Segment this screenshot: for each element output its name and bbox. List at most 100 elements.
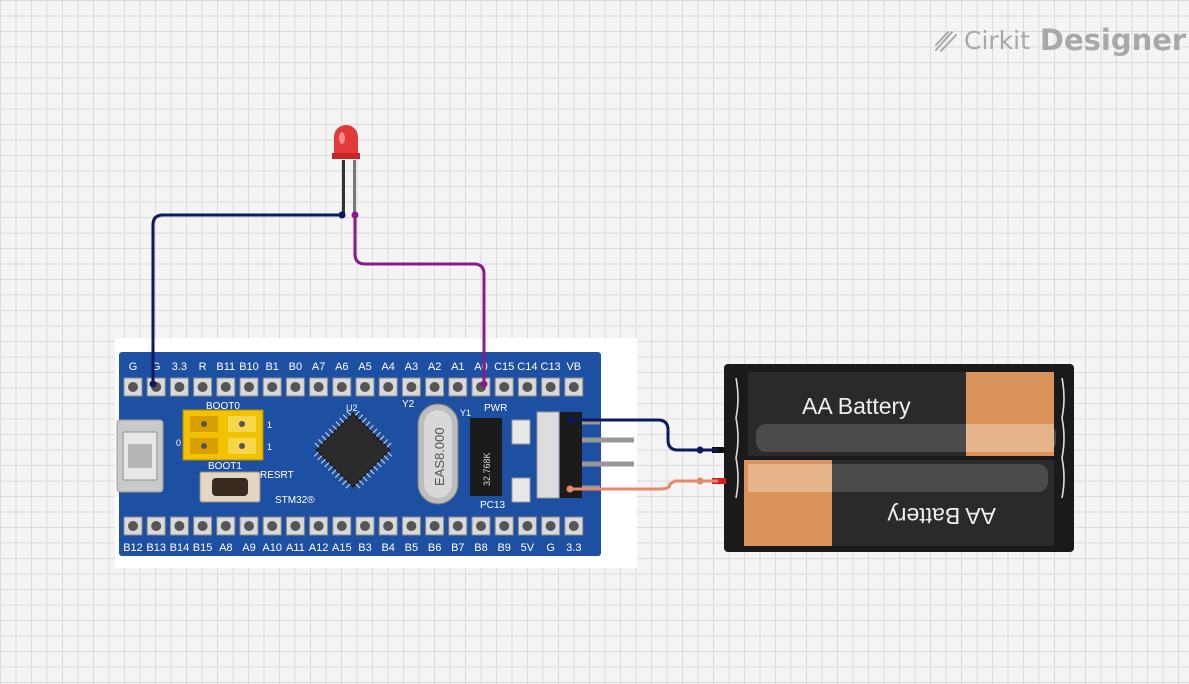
top-pin-16[interactable] (494, 377, 514, 397)
aa-battery-holder[interactable]: AA Battery AA Battery (712, 364, 1074, 552)
top-pin-12[interactable] (401, 377, 421, 397)
top-pin-19[interactable] (564, 377, 584, 397)
bottom-pin-7[interactable] (285, 516, 305, 536)
battery-label-bottom: AA Battery (887, 503, 996, 529)
top-pin-label: A3 (405, 361, 418, 373)
bottom-pin-label: B9 (497, 542, 510, 554)
battery-cell-bottom (744, 460, 1054, 546)
pc13-label: PC13 (480, 500, 505, 511)
bottom-pin-label: B15 (193, 542, 213, 554)
bottom-pin-label: B5 (405, 542, 418, 554)
crystal-label: EAS8.000 (432, 427, 447, 486)
bottom-pin-0[interactable] (123, 516, 143, 536)
top-pin-label: B0 (289, 361, 302, 373)
bottom-pin-label: 3.3 (566, 542, 581, 554)
top-pin-10[interactable] (355, 377, 375, 397)
top-pin-9[interactable] (332, 377, 352, 397)
top-pin-5[interactable] (239, 377, 259, 397)
battery-positive-terminal[interactable] (712, 478, 726, 484)
y2-label: Y2 (402, 399, 415, 410)
bottom-pin-11[interactable] (378, 516, 398, 536)
top-pin-14[interactable] (448, 377, 468, 397)
bottom-pin-3[interactable] (193, 516, 213, 536)
bottom-pin-15[interactable] (471, 516, 491, 536)
rtc-crystal-label: 32.768K (482, 452, 492, 486)
top-pin-label: B1 (265, 361, 278, 373)
bottom-pin-16[interactable] (494, 516, 514, 536)
bottom-pin-2[interactable] (169, 516, 189, 536)
top-pin-label: C13 (541, 361, 561, 373)
bottom-pin-1[interactable] (146, 516, 166, 536)
reset-button[interactable] (199, 471, 261, 503)
top-pin-label: A0 (474, 361, 487, 373)
wire-led-anode-pin[interactable] (353, 215, 486, 384)
top-pin-1[interactable] (146, 377, 166, 397)
battery-negative-terminal[interactable] (712, 447, 726, 453)
top-pin-3[interactable] (193, 377, 213, 397)
spring-left (735, 377, 1065, 499)
bottom-pin-9[interactable] (332, 516, 352, 536)
top-pin-label: A1 (451, 361, 464, 373)
jumper-zero-label: 0 (176, 438, 181, 448)
brand-name-light: Cirkit (964, 25, 1030, 55)
top-pin-label: G (129, 361, 138, 373)
top-pin-13[interactable] (425, 377, 445, 397)
bottom-pin-14[interactable] (448, 516, 468, 536)
bottom-pin-10[interactable] (355, 516, 375, 536)
top-pin-label: A6 (335, 361, 348, 373)
bottom-pin-row (123, 516, 584, 536)
pwr-label: PWR (484, 403, 507, 414)
top-pin-17[interactable] (517, 377, 537, 397)
bottom-pin-label: B7 (451, 542, 464, 554)
bottom-pin-label: B4 (381, 542, 394, 554)
bottom-pin-13[interactable] (425, 516, 445, 536)
top-pin-8[interactable] (309, 377, 329, 397)
bottom-pin-4[interactable] (216, 516, 236, 536)
wire-endpoints (149, 211, 704, 493)
bottom-pin-label: B12 (123, 542, 143, 554)
wire-battery-power[interactable] (570, 479, 718, 491)
top-pin-4[interactable] (216, 377, 236, 397)
pencil-logo-icon (935, 31, 957, 52)
bottom-pin-17[interactable] (517, 516, 537, 536)
bottom-pin-18[interactable] (541, 516, 561, 536)
y1-label: Y1 (460, 408, 471, 418)
top-pin-label: C14 (517, 361, 537, 373)
top-pin-label: A4 (381, 361, 394, 373)
top-pin-7[interactable] (285, 377, 305, 397)
bottom-pin-label: A11 (286, 542, 305, 554)
rtc-crystal (470, 418, 502, 496)
top-pin-6[interactable] (262, 377, 282, 397)
bottom-pin-19[interactable] (564, 516, 584, 536)
top-pin-label: VB (566, 361, 581, 373)
bottom-pin-6[interactable] (262, 516, 282, 536)
top-pin-label: A2 (428, 361, 441, 373)
mcu-chip (313, 410, 393, 489)
top-pin-label: 3.3 (172, 361, 187, 373)
battery-label-top: AA Battery (802, 393, 911, 419)
pwr-led (511, 419, 531, 445)
top-pin-label: B11 (216, 361, 235, 373)
top-pin-18[interactable] (541, 377, 561, 397)
bottom-pin-label: B3 (358, 542, 371, 554)
brand-logo: Cirkit Designer (932, 22, 1186, 58)
bottom-pin-label: A8 (219, 542, 232, 554)
wire-led-cathode-gnd[interactable] (151, 213, 342, 384)
red-led[interactable] (332, 125, 360, 216)
boot-jumpers (182, 409, 264, 461)
top-pin-15[interactable] (471, 377, 491, 397)
bottom-pin-5[interactable] (239, 516, 259, 536)
bottom-pin-12[interactable] (401, 516, 421, 536)
top-pin-label: A5 (358, 361, 371, 373)
top-pin-11[interactable] (378, 377, 398, 397)
u2-label: U2 (346, 403, 358, 413)
top-pin-2[interactable] (169, 377, 189, 397)
bottom-pin-8[interactable] (309, 516, 329, 536)
top-pin-row (123, 377, 584, 397)
bottom-pin-label: B13 (146, 542, 166, 554)
top-pin-0[interactable] (123, 377, 143, 397)
wire-battery-gnd[interactable] (570, 418, 718, 452)
